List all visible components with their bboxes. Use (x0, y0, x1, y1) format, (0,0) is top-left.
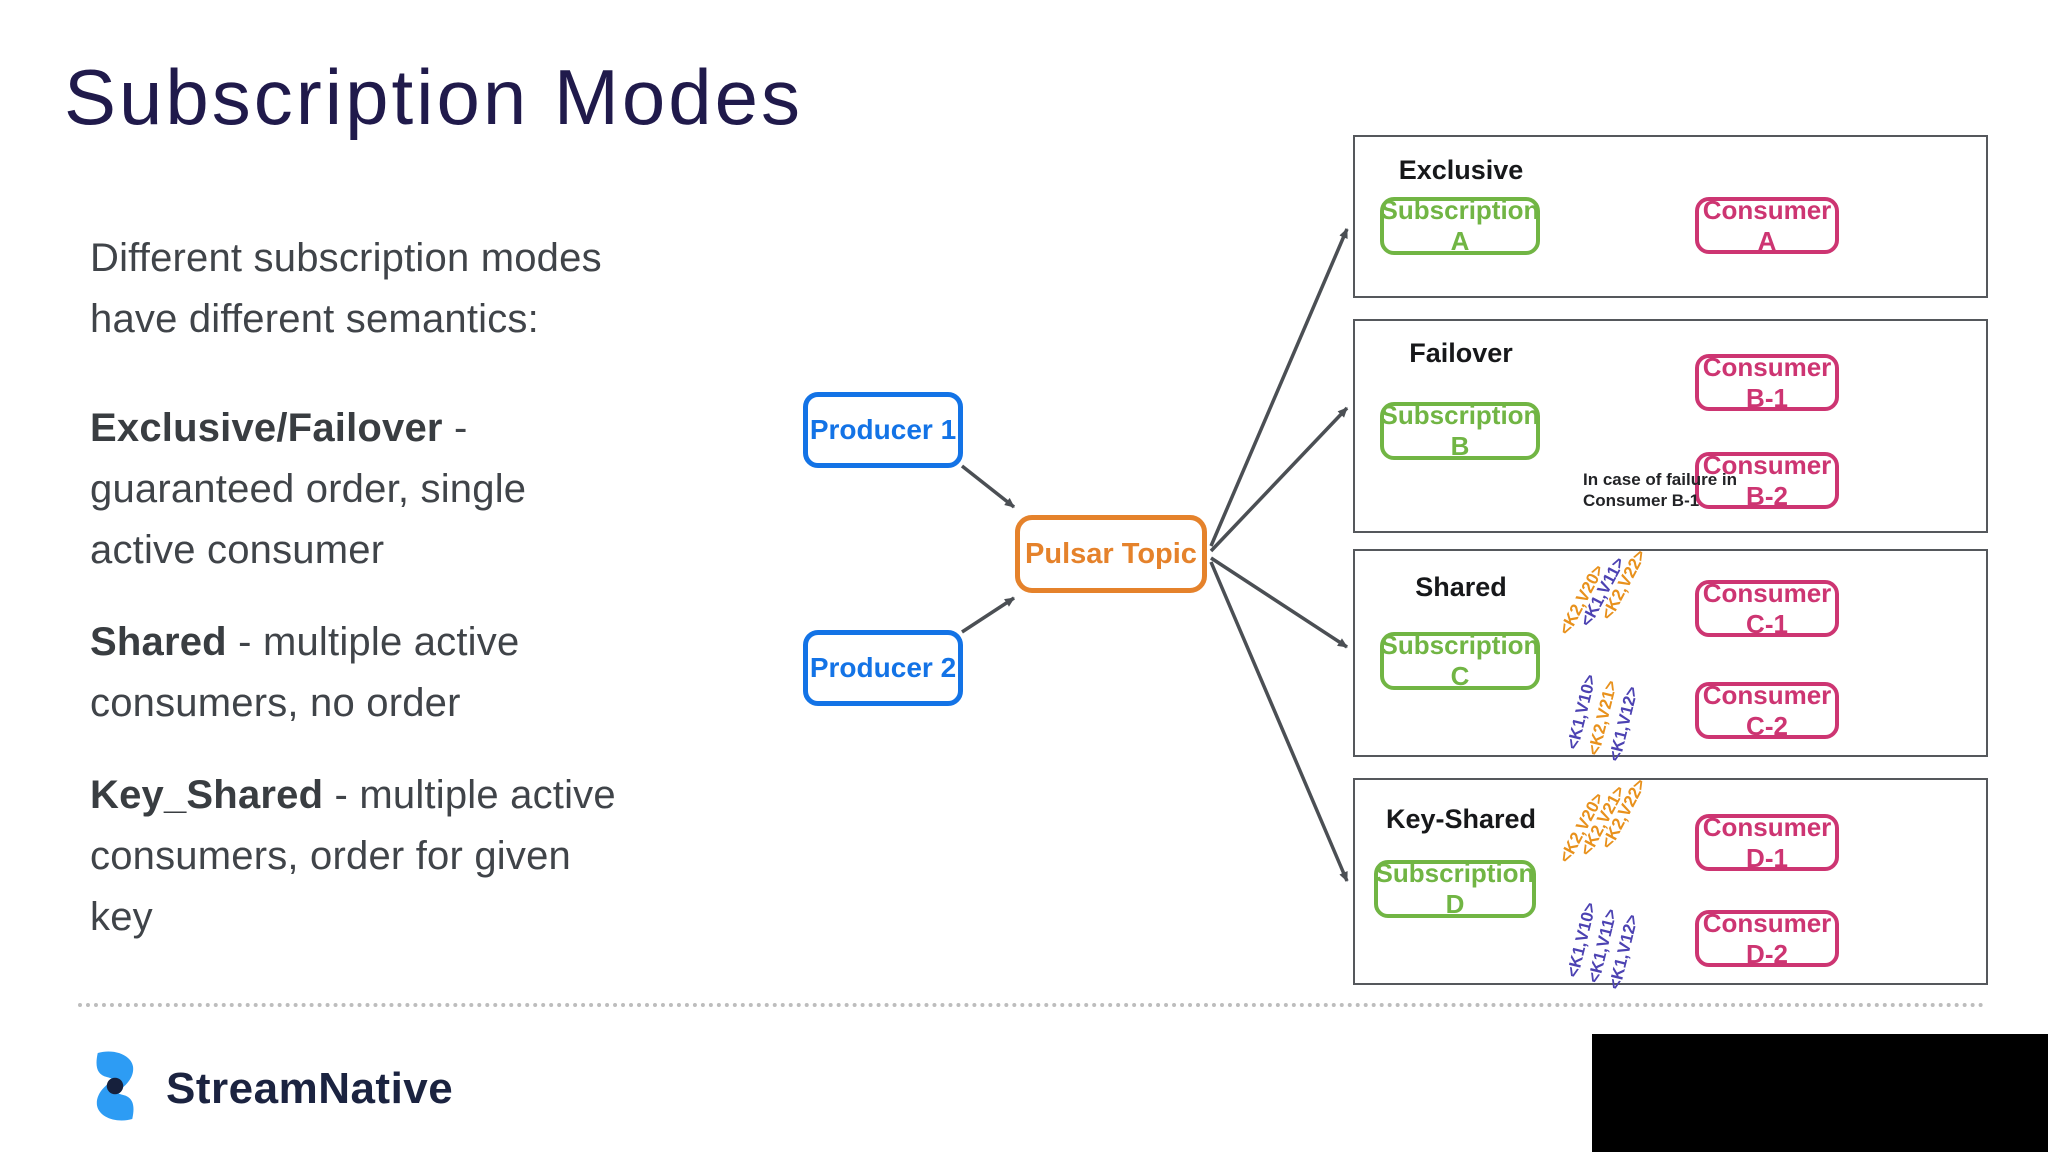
panel-title: Exclusive (1398, 155, 1524, 185)
page-title: Subscription Modes (64, 53, 804, 141)
intro-line-2: have different semantics: (90, 297, 539, 341)
consumer-c1-node: Consumer C-1 (1695, 578, 1839, 639)
bullet-term: Exclusive/Failover (90, 406, 443, 450)
subscription-b-node: Subscription B (1380, 400, 1540, 461)
producer-1-node: Producer 1 (803, 392, 963, 468)
panel-exclusive: Exclusive Subscription A Consumer A (1353, 135, 1988, 298)
consumer-a-node: Consumer A (1695, 195, 1839, 256)
subscription-c-node: Subscription C (1380, 630, 1540, 691)
pulsar-topic-node: Pulsar Topic (1015, 515, 1207, 593)
consumer-d2-node: Consumer D-2 (1695, 908, 1839, 969)
panel-title: Failover (1409, 338, 1513, 368)
brand-lockup: StreamNative (88, 1042, 453, 1135)
bullet-key-shared: Key_Shared - multiple active consumers, … (90, 773, 616, 939)
video-overlay-corner (1592, 1034, 2048, 1152)
subscription-a-node: Subscription A (1380, 195, 1540, 256)
consumer-b2-node: Consumer B-2 (1695, 450, 1839, 511)
panel-shared: Shared Subscription C Consumer C-1 Consu… (1353, 549, 1988, 757)
consumer-d1-node: Consumer D-1 (1695, 812, 1839, 873)
dotted-divider (78, 1003, 1985, 1007)
consumer-b1-node: Consumer B-1 (1695, 352, 1839, 413)
bullet-shared: Shared - multiple active consumers, no o… (90, 620, 520, 725)
bullet-term: Shared (90, 620, 227, 664)
streamnative-logo-icon (88, 1042, 142, 1135)
panel-title: Shared (1415, 572, 1507, 602)
failover-note: In case of failure in Consumer B-1 (1583, 470, 1737, 510)
bullet-exclusive-failover: Exclusive/Failover - guaranteed order, s… (90, 406, 527, 572)
consumer-c2-node: Consumer C-2 (1695, 680, 1839, 741)
intro-paragraph: Different subscription modes have differ… (90, 228, 690, 350)
panel-title: Key-Shared (1385, 804, 1537, 834)
panel-failover: Failover Subscription B Consumer B-1 Con… (1353, 319, 1988, 533)
intro-line-1: Different subscription modes (90, 236, 602, 280)
brand-name: StreamNative (166, 1063, 454, 1113)
producer-2-node: Producer 2 (803, 630, 963, 706)
bullet-term: Key_Shared (90, 773, 324, 817)
subscription-d-node: Subscription D (1374, 858, 1536, 919)
panel-key-shared: Key-Shared Subscription D Consumer D-1 C… (1353, 778, 1988, 985)
